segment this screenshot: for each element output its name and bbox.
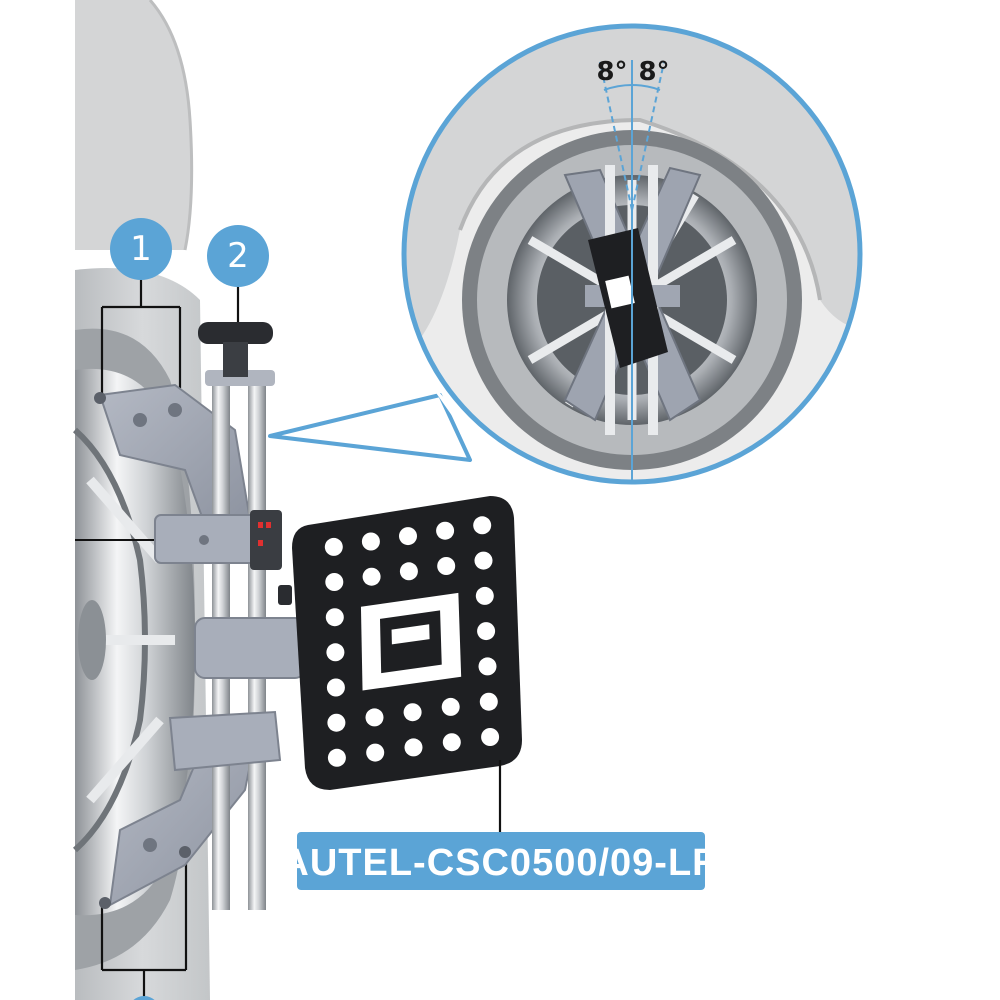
target-dot bbox=[475, 586, 494, 605]
target-dot bbox=[437, 557, 456, 575]
target-dot bbox=[324, 537, 343, 556]
target-dot bbox=[477, 622, 496, 641]
target-dot bbox=[399, 527, 417, 546]
target-dot bbox=[366, 743, 385, 762]
target-dot bbox=[404, 738, 423, 757]
callout-1-bracket-top bbox=[100, 275, 182, 400]
callout-circle-partial bbox=[133, 996, 155, 1000]
inset-angle-left: 8° bbox=[596, 57, 627, 87]
target-dot bbox=[362, 567, 381, 586]
target-dot bbox=[325, 573, 344, 591]
target-dot bbox=[326, 678, 345, 697]
target-dot bbox=[478, 657, 497, 676]
main-rim bbox=[73, 368, 195, 916]
callout-2: 2 bbox=[207, 225, 269, 287]
target-dot bbox=[474, 551, 493, 570]
car-fender bbox=[75, 0, 194, 251]
target-dot bbox=[436, 521, 455, 540]
inset-magnified-view: 8° 8° bbox=[268, 23, 863, 485]
target-dot bbox=[403, 703, 422, 722]
lower-slide-block bbox=[168, 710, 282, 772]
inset-angle-right: 8° bbox=[638, 57, 669, 87]
part-label-tag: AUTEL-CSC0500/09-LR bbox=[281, 760, 720, 890]
target-dot bbox=[327, 713, 346, 732]
target-dot bbox=[399, 562, 418, 581]
adjustment-knob bbox=[198, 322, 273, 377]
upper-slide-block bbox=[154, 510, 282, 570]
target-dot bbox=[365, 708, 384, 727]
target-dot bbox=[479, 692, 498, 711]
inset-target-plate bbox=[588, 228, 668, 368]
target-dot bbox=[327, 748, 346, 767]
target-dot bbox=[473, 516, 492, 535]
part-label-text: AUTEL-CSC0500/09-LR bbox=[281, 842, 720, 884]
target-dot bbox=[325, 608, 344, 627]
target-center-notch bbox=[391, 624, 430, 645]
target-dot bbox=[326, 643, 345, 662]
callout-1-number: 1 bbox=[130, 229, 152, 269]
target-dot bbox=[442, 733, 461, 752]
target-plate bbox=[292, 496, 522, 790]
target-dot bbox=[361, 532, 380, 551]
target-dot bbox=[481, 728, 500, 746]
callout-1-bracket-bottom bbox=[100, 850, 188, 1000]
callout-1: 1 bbox=[110, 218, 172, 280]
target-dot bbox=[441, 697, 460, 716]
inset-angle-lines bbox=[599, 60, 665, 482]
callout-2-number: 2 bbox=[227, 236, 249, 276]
